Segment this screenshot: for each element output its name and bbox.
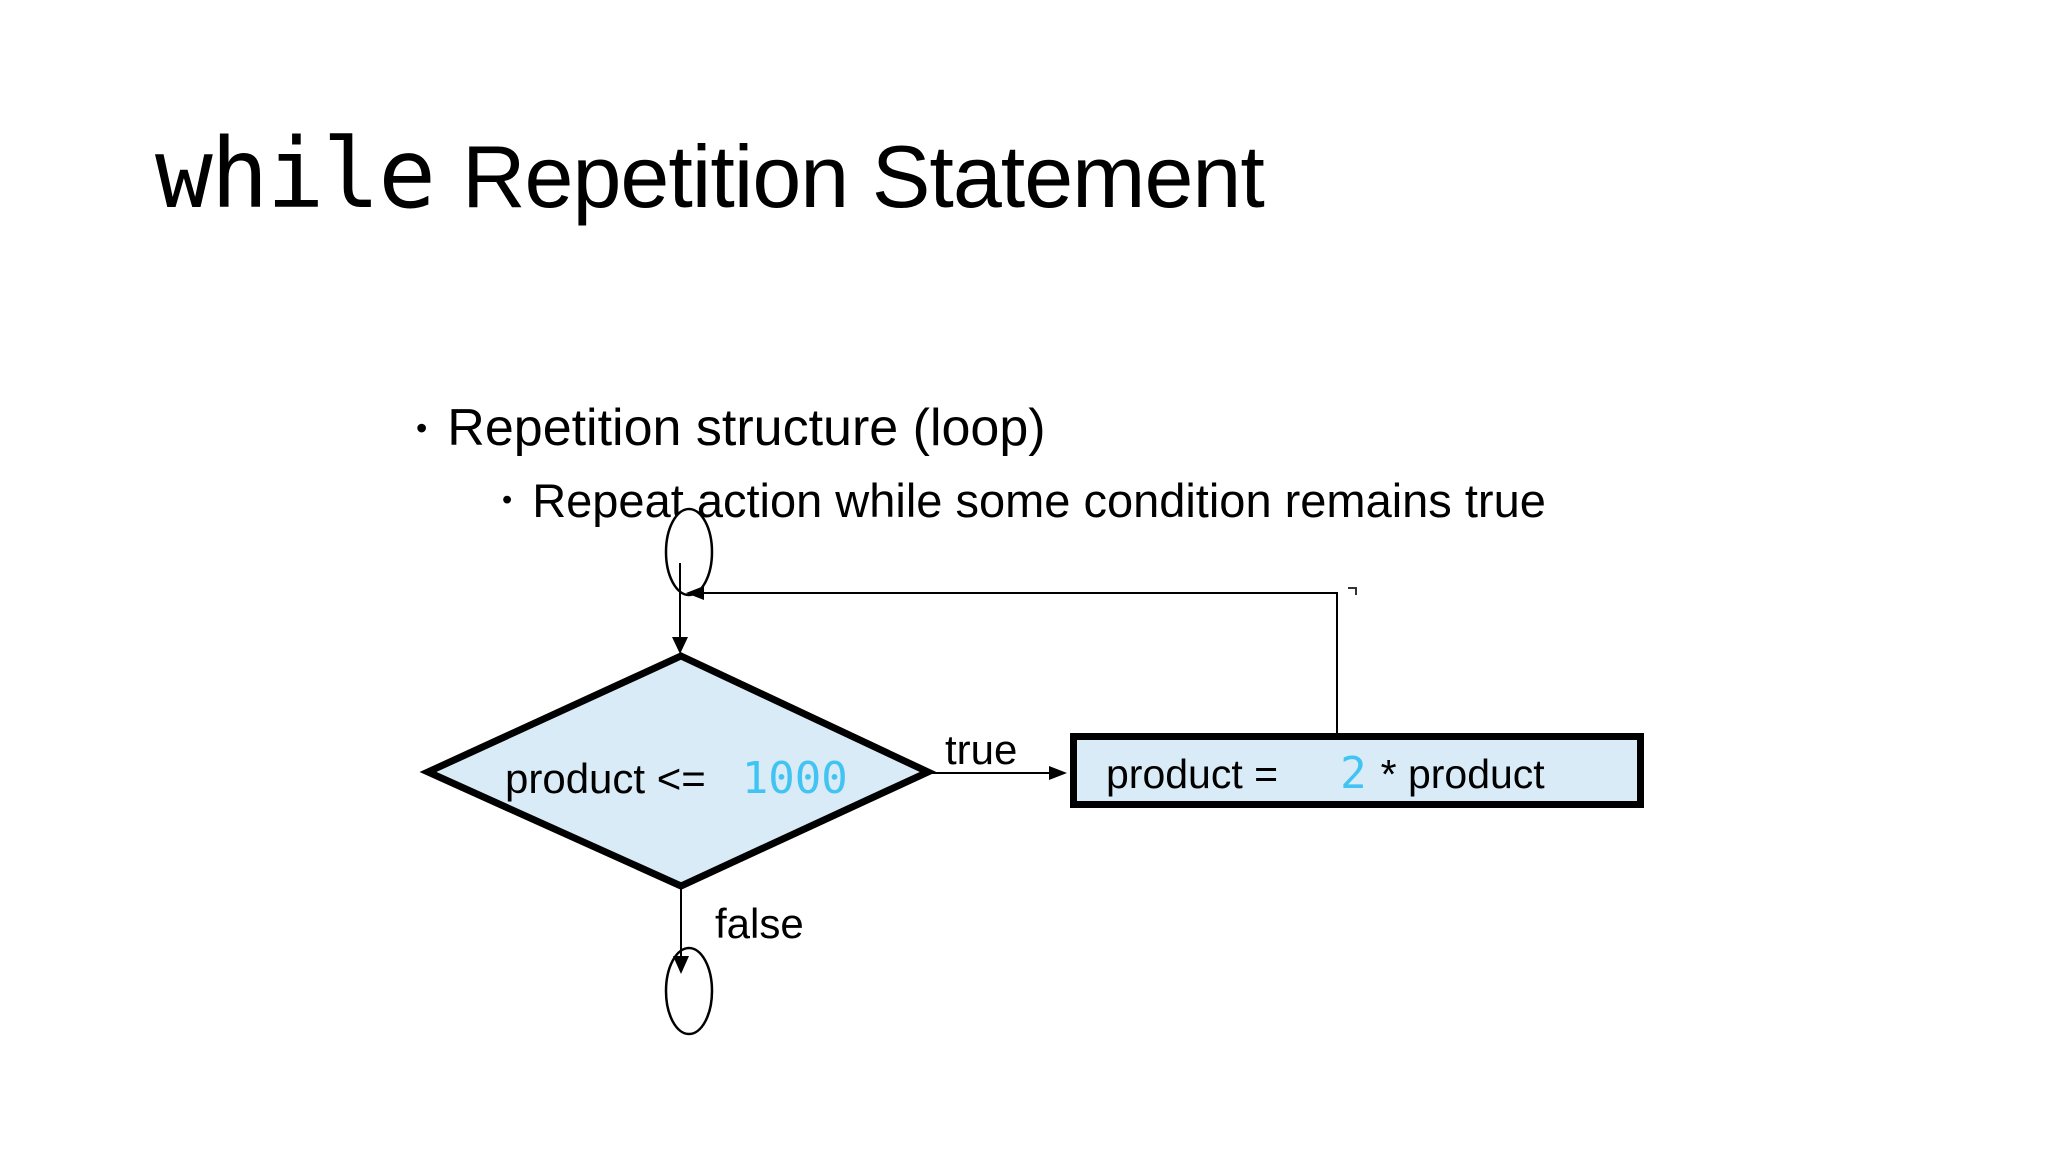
- bullet-item-level1: • Repetition structure (loop): [416, 398, 1046, 459]
- arrowhead-right-into-process: [1049, 766, 1067, 780]
- loopback-flow-line: [692, 592, 1338, 733]
- decision-condition-value: 1000: [741, 753, 848, 804]
- arrowhead-down-into-exit: [673, 956, 689, 974]
- process-statement-rhs: * product: [1380, 751, 1545, 797]
- title-text: Repetition Statement: [461, 127, 1265, 226]
- arrowhead-down-into-decision: [672, 637, 688, 654]
- process-statement-lhs: product =: [1106, 751, 1279, 797]
- bullet-text: Repetition structure (loop): [447, 399, 1046, 457]
- process-statement-value: 2: [1340, 748, 1367, 799]
- process-rectangle: [1070, 733, 1644, 808]
- decision-condition-label: product <= 1000: [505, 753, 848, 804]
- entry-connector-oval: [664, 507, 714, 597]
- exit-connector-oval: [664, 946, 714, 1036]
- false-branch-label: false: [715, 900, 804, 947]
- title-keyword-code: while: [155, 118, 436, 230]
- decision-condition-text: product <=: [505, 755, 706, 802]
- bullet-marker: •: [416, 410, 428, 446]
- bullet-marker: •: [502, 484, 513, 516]
- process-statement-label: product = 2 * product: [1106, 748, 1545, 799]
- corner-artifact-mark: [1348, 587, 1357, 595]
- true-branch-label: true: [945, 726, 1018, 773]
- arrowhead-left-loopback: [686, 586, 704, 600]
- page-title: while Repetition Statement: [155, 118, 1265, 230]
